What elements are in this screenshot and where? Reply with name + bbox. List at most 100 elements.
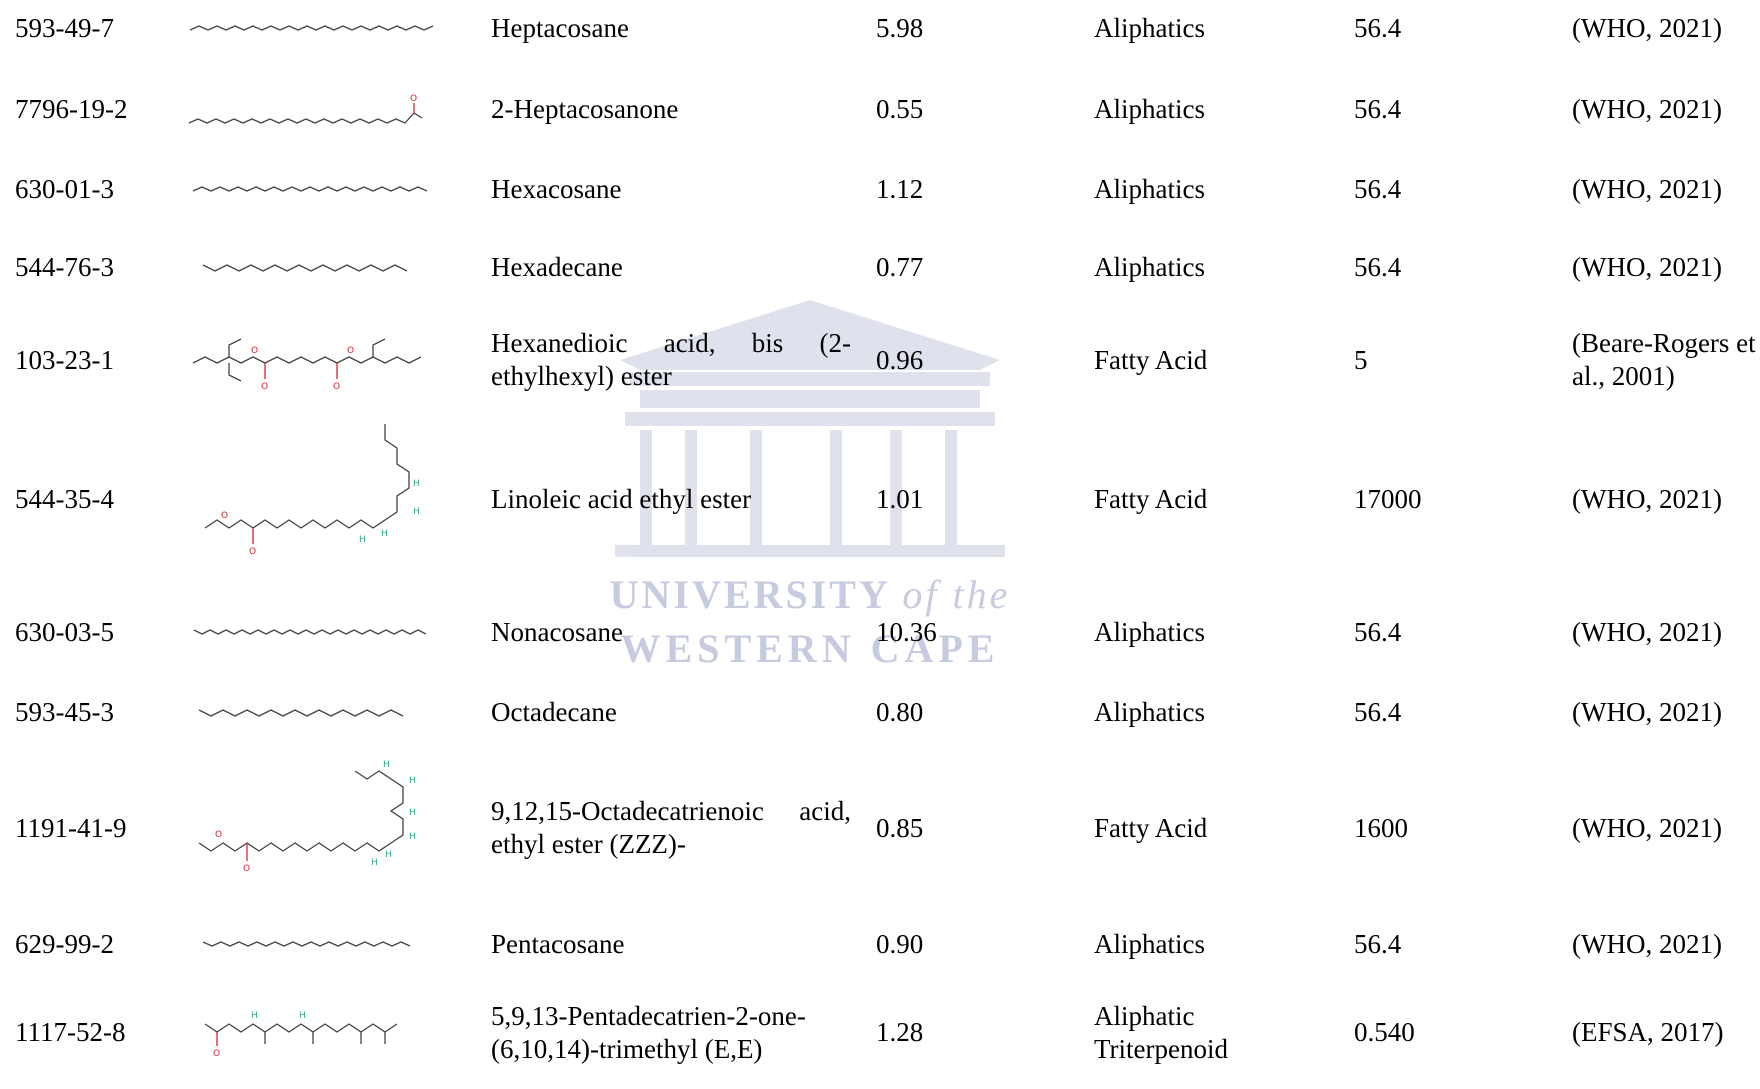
reference: (WHO, 2021) [1572,616,1722,647]
compound-name: Hexadecane [491,251,623,282]
diester-icon: O O O O [185,318,440,402]
limit-value: 0.540 [1354,1017,1415,1047]
table-row: 593-49-7 Heptacosane 5.98 Aliphatics 56.… [0,0,1760,56]
reference: (WHO, 2021) [1572,93,1722,124]
long-chain-ketone-icon: O [185,76,440,142]
compound-class: Fatty Acid [1094,812,1208,843]
table-row: 103-23-1 O O O O Hexanedioic acid, bis (2… [0,318,1760,402]
compound-class: Aliphatic Triterpenoid [1094,1000,1228,1064]
compound-class: Aliphatics [1094,616,1205,647]
limit-value: 56.4 [1354,616,1402,647]
svg-text:O: O [251,346,258,356]
reference: (WHO, 2021) [1572,696,1722,727]
svg-text:H: H [359,535,366,545]
compound-class: Fatty Acid [1094,344,1208,375]
svg-text:H: H [371,858,378,868]
limit-value: 56.4 [1354,173,1402,204]
table-row: 630-01-3 Hexacosane 1.12 Aliphatics 56.4… [0,161,1760,217]
compound-name: Hexanedioic acid, bis (2-ethylhexyl) est… [491,328,851,391]
table-row: 630-03-5 Nonacosane 10.36 Aliphatics 56.… [0,604,1760,660]
cas-number: 103-23-1 [15,344,114,375]
reference: (WHO, 2021) [1572,928,1722,959]
compound-name: Hexacosane [491,173,622,204]
long-chain-alkane-icon [185,916,440,972]
table-row: 544-35-4 H H H H O O Linoleic acid ethyl e… [0,417,1760,582]
reference: (EFSA, 2017) [1572,1017,1724,1047]
svg-text:H: H [409,776,416,786]
svg-text:H: H [409,832,416,842]
compound-name: Pentacosane [491,928,625,959]
limit-value: 56.4 [1354,12,1402,43]
cas-number: 630-01-3 [15,173,114,204]
limit-value: 56.4 [1354,928,1402,959]
cas-number: 629-99-2 [15,928,114,959]
svg-text:O: O [347,346,354,356]
table-row: 544-76-3 Hexadecane 0.77 Aliphatics 56.4… [0,239,1760,295]
svg-text:H: H [299,1011,306,1021]
concentration: 10.36 [876,616,937,647]
reference: (WHO, 2021) [1572,484,1722,514]
cas-number: 1191-41-9 [15,812,127,843]
concentration: 1.01 [876,484,924,514]
limit-value: 5 [1354,344,1368,375]
svg-text:O: O [333,382,340,392]
concentration: 0.55 [876,93,924,124]
concentration: 1.12 [876,173,924,204]
svg-text:H: H [413,479,420,489]
compound-name: Nonacosane [491,616,623,647]
compound-class: Aliphatics [1094,173,1205,204]
compound-class: Aliphatics [1094,12,1205,43]
reference: (WHO, 2021) [1572,12,1722,43]
limit-value: 56.4 [1354,93,1402,124]
limit-value: 56.4 [1354,696,1402,727]
cas-number: 593-45-3 [15,696,114,727]
svg-text:O: O [221,511,228,521]
limit-value: 56.4 [1354,251,1402,282]
concentration: 0.96 [876,344,924,375]
limit-value: 17000 [1354,484,1422,514]
alkane-icon [185,684,440,740]
compound-name: Octadecane [491,696,617,727]
compound-name: Linoleic acid ethyl ester [491,484,752,514]
fatty-acid-ester-icon: H H H H O O [185,417,440,582]
table-row: 7796-19-2 O 2-Heptacosanone 0.55 Aliphat… [0,76,1760,142]
compound-name: Heptacosane [491,12,629,43]
compound-class: Aliphatics [1094,251,1205,282]
reference: (WHO, 2021) [1572,173,1722,204]
svg-text:H: H [381,529,388,539]
cas-number: 630-03-5 [15,616,114,647]
svg-text:H: H [251,1011,258,1021]
svg-text:O: O [215,830,222,840]
long-chain-alkane-icon [185,604,440,660]
compound-name: 2-Heptacosanone [491,93,679,124]
reference: (WHO, 2021) [1572,812,1722,843]
compound-class: Aliphatics [1094,928,1205,959]
concentration: 1.28 [876,1017,924,1047]
svg-text:O: O [243,864,250,874]
svg-text:O: O [410,94,417,104]
concentration: 0.80 [876,696,924,727]
svg-text:H: H [413,507,420,517]
cas-number: 1117-52-8 [15,1017,126,1047]
cas-number: 593-49-7 [15,12,114,43]
svg-text:O: O [249,547,256,557]
concentration: 0.77 [876,251,924,282]
compound-name: 5,9,13-Pentadecatrien-2-one- (6,10,14)-t… [491,1000,806,1064]
compound-name: 9,12,15-Octadecatrienoic acid, ethyl est… [491,796,851,859]
long-chain-alkane-icon [185,161,440,217]
cas-number: 544-35-4 [15,484,114,514]
reference: (Beare-Rogers et al., 2001) [1572,328,1756,391]
cas-number: 544-76-3 [15,251,114,282]
svg-text:H: H [385,850,392,860]
compound-class: Aliphatics [1094,93,1205,124]
compound-class: Fatty Acid [1094,484,1208,514]
svg-text:H: H [383,760,390,770]
long-chain-alkane-icon [185,0,440,56]
concentration: 5.98 [876,12,924,43]
cas-number: 7796-19-2 [15,93,128,124]
table-row: 593-45-3 Octadecane 0.80 Aliphatics 56.4… [0,684,1760,740]
limit-value: 1600 [1354,812,1408,843]
svg-text:O: O [261,382,268,392]
